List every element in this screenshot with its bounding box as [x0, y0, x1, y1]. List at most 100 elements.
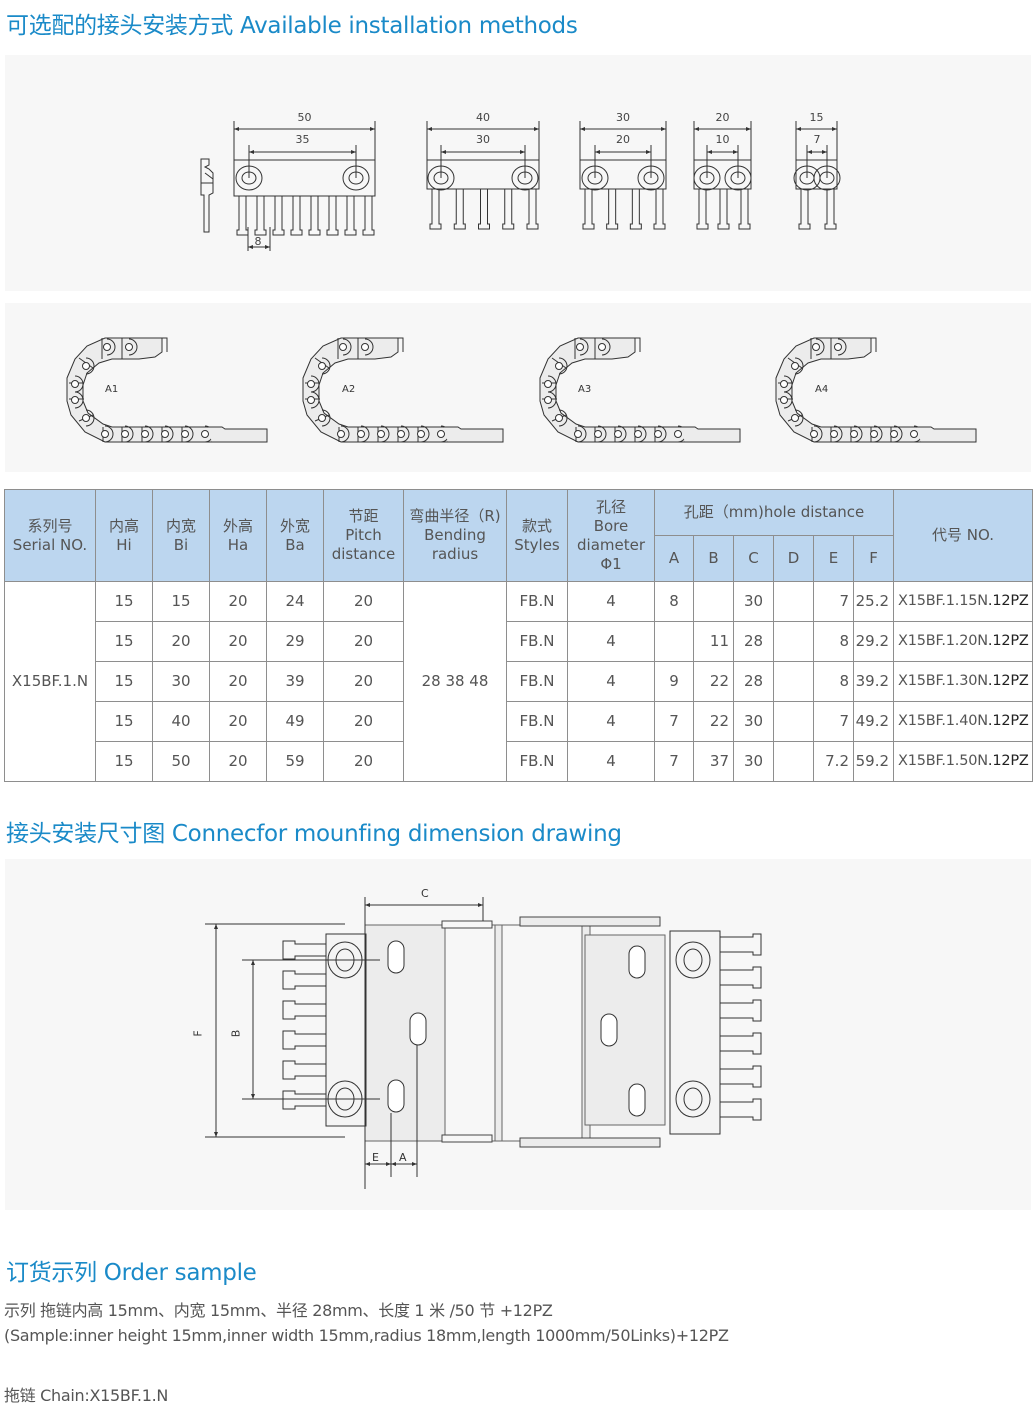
chain-method-1: [66, 337, 268, 443]
method-label-a3: A3: [578, 384, 592, 395]
cell-pitch: 20: [323, 701, 404, 742]
cell-hole-c: 30: [733, 701, 774, 742]
cell-radius: 28 38 48: [403, 581, 507, 782]
cell-hole-b: 22: [693, 701, 734, 742]
cell-hole-f: 59.2: [852, 741, 895, 782]
cell-style: FB.N: [506, 661, 568, 702]
cell-hi: 15: [95, 701, 153, 742]
cell-hole-e: 8: [813, 661, 854, 702]
order-sample-en: (Sample:inner height 15mm,inner width 15…: [4, 1326, 729, 1345]
connector-variant: [693, 121, 752, 230]
cell-hole-d: [773, 701, 814, 742]
code-suffix: .12PZ: [987, 633, 1029, 649]
outer-width-label: 40: [476, 111, 490, 124]
chain-methods-panel: A1 A2 A3 A4: [5, 303, 1031, 472]
cell-hole-a: 7: [654, 701, 694, 742]
cell-hole-a: [654, 621, 694, 662]
cell-style: FB.N: [506, 741, 568, 782]
hole-spacing-label: 7: [814, 133, 821, 146]
installation-section-title: 可选配的接头安装方式 Available installation method…: [6, 13, 578, 39]
cell-bore: 4: [567, 661, 655, 702]
cell-code: X15BF.1.40N.12PZ: [893, 701, 1034, 742]
cell-ba: 49: [266, 701, 324, 742]
order-chain-code: 拖链 Chain:X15BF.1.N: [4, 1386, 169, 1405]
cell-hole-d: [773, 581, 814, 622]
cell-hole-e: 8: [813, 621, 854, 662]
cell-style: FB.N: [506, 621, 568, 662]
cell-ha: 20: [209, 621, 267, 662]
code-prefix: X15BF.1.20N: [898, 633, 988, 649]
chain-method-4: [775, 337, 977, 443]
mounting-dimension-drawing: [205, 897, 762, 1189]
cell-ha: 20: [209, 581, 267, 622]
cell-ba: 29: [266, 621, 324, 662]
cell-hole-f: 39.2: [852, 661, 895, 702]
cell-bi: 50: [152, 741, 210, 782]
cell-hole-f: 29.2: [852, 621, 895, 662]
cell-hole-e: 7: [813, 701, 854, 742]
cell-hole-f: 49.2: [852, 701, 895, 742]
cell-hole-c: 28: [733, 621, 774, 662]
dimension-drawing-panel: C F B E A: [5, 859, 1031, 1210]
dim-label-c: C: [421, 887, 429, 900]
connector-variant: [579, 121, 667, 230]
cell-hole-f: 25.2: [852, 581, 895, 622]
header-hole-b: B: [693, 535, 734, 582]
hole-spacing-label: 20: [616, 133, 630, 146]
code-prefix: X15BF.1.40N: [898, 713, 988, 729]
dim-label-b: B: [229, 1029, 243, 1038]
cell-code: X15BF.1.15N.12PZ: [893, 581, 1034, 622]
cell-hole-c: 30: [733, 581, 774, 622]
cell-hi: 15: [95, 581, 153, 622]
cell-hole-a: 9: [654, 661, 694, 702]
right-connector: [669, 930, 721, 1135]
connector-variant: [793, 121, 841, 230]
side-profile-view: [200, 158, 214, 233]
cell-ha: 20: [209, 701, 267, 742]
cell-hole-e: 7.2: [813, 741, 854, 782]
order-section-title: 订货示列 Order sample: [6, 1260, 257, 1286]
outer-width-label: 30: [616, 111, 630, 124]
header-hole-a: A: [654, 535, 694, 582]
cell-hole-e: 7: [813, 581, 854, 622]
dimension-section-title: 接头安装尺寸图 Connecfor mounfing dimension dra…: [6, 821, 622, 847]
cell-hole-d: [773, 621, 814, 662]
cell-code: X15BF.1.50N.12PZ: [893, 741, 1034, 782]
code-suffix: .12PZ: [987, 753, 1029, 769]
connector-variant: [233, 121, 376, 236]
code-prefix: X15BF.1.50N: [898, 753, 988, 769]
cell-serial: X15BF.1.N: [4, 581, 96, 782]
code-prefix: X15BF.1.30N: [898, 673, 988, 689]
cell-hole-d: [773, 661, 814, 702]
code-suffix: .12PZ: [987, 593, 1029, 609]
dim-label-e: E: [372, 1151, 379, 1164]
hole-spacing-label: 35: [296, 133, 310, 146]
cell-hole-d: [773, 741, 814, 782]
code-suffix: .12PZ: [987, 713, 1029, 729]
cell-bi: 15: [152, 581, 210, 622]
chain-method-3: [539, 337, 741, 443]
cell-hole-c: 28: [733, 661, 774, 702]
cell-hole-b: 22: [693, 661, 734, 702]
cell-ha: 20: [209, 661, 267, 702]
cell-bore: 4: [567, 741, 655, 782]
cell-pitch: 20: [323, 741, 404, 782]
order-sample-cn: 示列 拖链内高 15mm、内宽 15mm、半径 28mm、长度 1 米 /50 …: [4, 1301, 553, 1320]
cell-ba: 39: [266, 661, 324, 702]
outer-width-label: 50: [298, 111, 312, 124]
cell-hi: 15: [95, 661, 153, 702]
